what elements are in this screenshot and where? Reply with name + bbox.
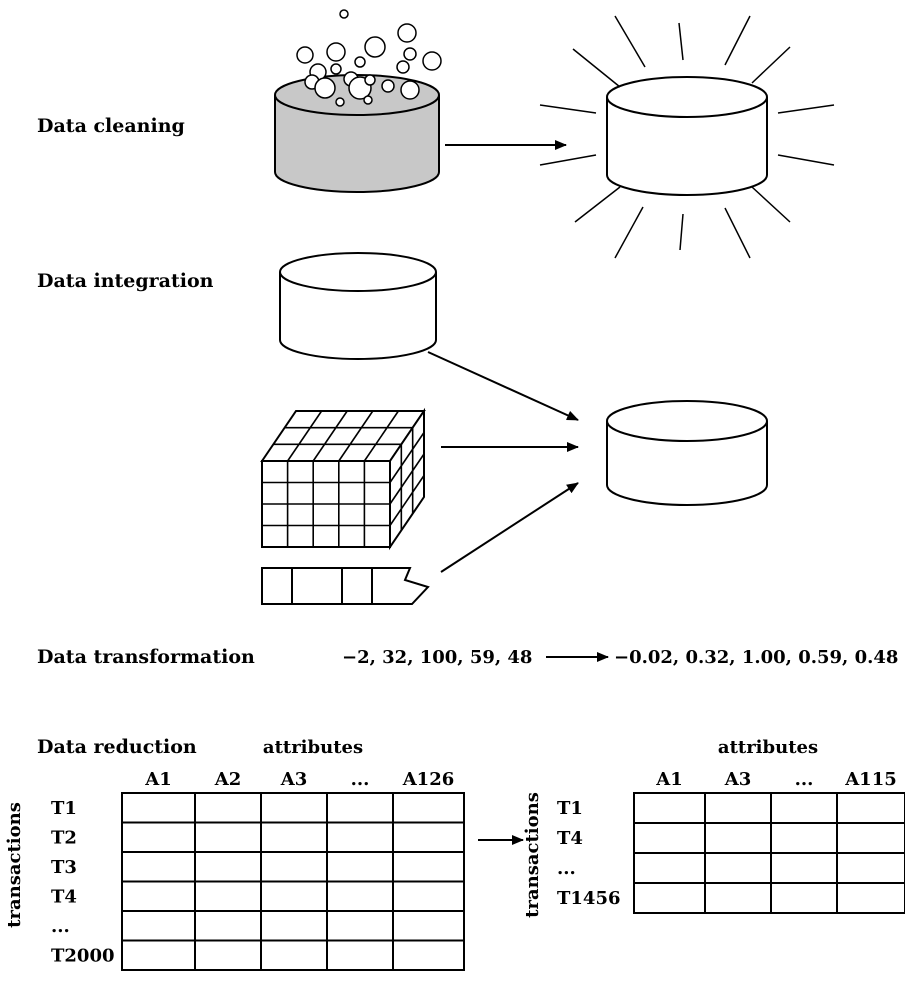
shine-ray bbox=[614, 206, 644, 259]
bubble-icon bbox=[364, 36, 386, 58]
arrow-icon bbox=[440, 482, 579, 573]
bubble-icon bbox=[330, 63, 342, 75]
reduction-table-right: attributes transactions A1 A3... A115T1T4...… bbox=[522, 737, 905, 918]
shine-ray bbox=[679, 213, 684, 251]
shine-rays-icon bbox=[539, 15, 835, 259]
row-label: ... bbox=[557, 858, 576, 879]
column-header: ... bbox=[351, 769, 370, 790]
database-icon bbox=[606, 400, 768, 506]
shine-ray bbox=[751, 186, 791, 223]
shine-ray bbox=[678, 22, 684, 61]
transactions-label: transactions bbox=[4, 802, 25, 928]
flat-file-icon bbox=[261, 567, 430, 605]
bubble-icon bbox=[314, 77, 336, 99]
section-title-reduction: Data reduction bbox=[37, 736, 197, 758]
bubble-icon bbox=[364, 74, 376, 86]
bubble-icon bbox=[326, 42, 346, 62]
reduction-table-left: attributes transactions A1 A2 A3... A126T1T2T… bbox=[4, 737, 465, 971]
bubble-icon bbox=[403, 47, 417, 61]
shine-ray bbox=[539, 104, 597, 114]
column-header: ... bbox=[795, 769, 814, 790]
shine-ray bbox=[724, 207, 751, 259]
shine-ray bbox=[574, 186, 621, 223]
column-header: A2 bbox=[214, 769, 242, 790]
bubble-icon bbox=[296, 46, 314, 64]
shine-ray bbox=[539, 154, 597, 166]
row-label: T4 bbox=[51, 886, 77, 907]
bubble-icon bbox=[400, 80, 420, 100]
transformation-before-values: −2, 32, 100, 59, 48 bbox=[342, 647, 532, 668]
bubble-icon bbox=[397, 23, 417, 43]
row-label: T1 bbox=[557, 798, 583, 819]
shine-ray bbox=[777, 154, 835, 166]
bubble-icon bbox=[335, 97, 345, 107]
bubble-icon bbox=[396, 60, 410, 74]
section-title-cleaning: Data cleaning bbox=[37, 115, 185, 137]
column-header: A1 bbox=[144, 769, 172, 790]
row-label: T4 bbox=[557, 828, 583, 849]
section-title-integration: Data integration bbox=[37, 270, 214, 292]
row-label: T2 bbox=[51, 827, 77, 848]
column-header: A126 bbox=[402, 769, 455, 790]
row-label: T1456 bbox=[557, 888, 621, 909]
clean-database-icon bbox=[606, 76, 768, 196]
attributes-label: attributes bbox=[263, 737, 363, 758]
attributes-label: attributes bbox=[718, 737, 818, 758]
row-label: ... bbox=[51, 916, 70, 937]
shine-ray bbox=[777, 104, 835, 114]
shine-ray bbox=[751, 46, 791, 84]
data-cube-icon bbox=[260, 407, 426, 551]
bubble-icon bbox=[339, 9, 349, 19]
section-title-transformation: Data transformation bbox=[37, 646, 255, 668]
database-icon bbox=[279, 252, 437, 360]
transformation-after-values: −0.02, 0.32, 1.00, 0.59, 0.48 bbox=[614, 647, 898, 668]
bubble-icon bbox=[354, 56, 366, 68]
shine-ray bbox=[572, 48, 621, 88]
bubble-icon bbox=[363, 95, 373, 105]
bubbles-icon bbox=[296, 9, 442, 107]
row-label: T3 bbox=[51, 857, 77, 878]
arrow-icon bbox=[427, 351, 579, 421]
column-header: A1 bbox=[655, 769, 683, 790]
shine-ray bbox=[724, 15, 751, 66]
column-header: A115 bbox=[844, 769, 897, 790]
column-header: A3 bbox=[724, 769, 752, 790]
transactions-label: transactions bbox=[522, 792, 543, 918]
shine-ray bbox=[614, 15, 646, 68]
column-header: A3 bbox=[280, 769, 308, 790]
bubble-icon bbox=[381, 79, 395, 93]
row-label: T1 bbox=[51, 798, 77, 819]
bubble-icon bbox=[422, 51, 442, 71]
row-label: T2000 bbox=[51, 945, 115, 966]
